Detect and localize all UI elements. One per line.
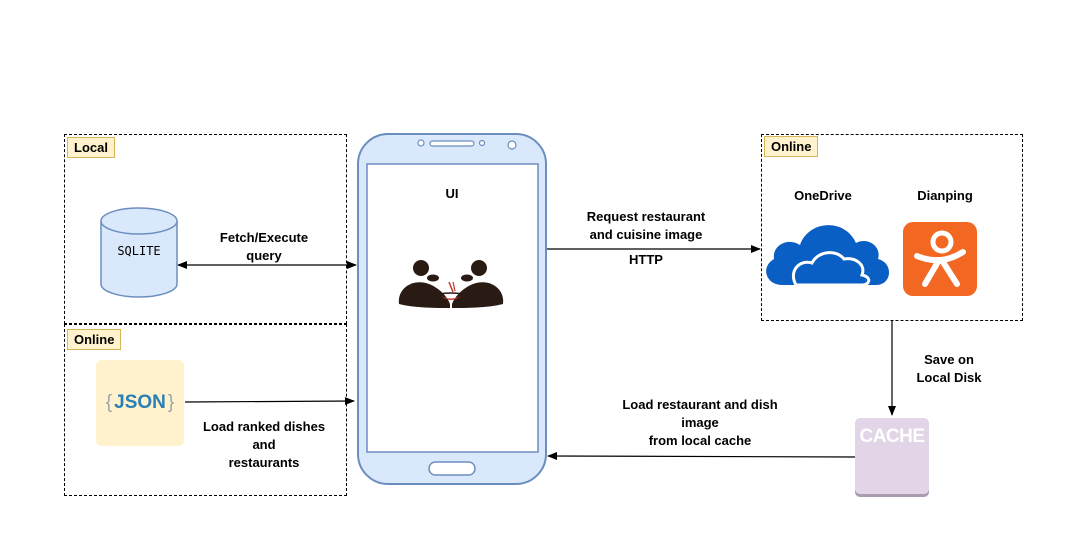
cache-storage-icon: CACHE <box>855 418 929 494</box>
load-cache-label-line2: image <box>681 415 719 430</box>
json-load-label-line1: Load ranked dishes <box>202 419 326 434</box>
onedrive-label: OneDrive <box>794 188 852 203</box>
online-json-group <box>64 324 347 496</box>
request-image-label: Request restaurant and cuisine image <box>566 208 726 244</box>
sqlite-database-icon <box>100 207 178 298</box>
load-cache-edge <box>547 452 856 461</box>
request-image-label-line2: and cuisine image <box>589 227 703 242</box>
fetch-query-label: Fetch/Execute query <box>200 229 328 265</box>
local-group-label: Local <box>67 137 115 158</box>
local-group <box>64 134 347 324</box>
onedrive-cloud-icon <box>766 225 890 287</box>
online-services-group-label: Online <box>764 136 819 157</box>
save-disk-label-line1: Save on <box>924 352 974 367</box>
save-disk-label-line2: Local Disk <box>916 370 982 385</box>
json-brace-open: { <box>105 392 113 413</box>
json-load-label-line2: and <box>252 437 276 452</box>
fetch-query-label-line1: Fetch/Execute <box>219 230 309 245</box>
fetch-query-label-line2: query <box>246 248 282 263</box>
load-cache-label-line3: from local cache <box>648 433 752 448</box>
json-load-edge <box>184 397 355 406</box>
json-file-icon: { JSON } <box>96 360 184 446</box>
json-brace-close: } <box>167 392 175 413</box>
smartphone-icon <box>357 133 547 485</box>
json-load-label: Load ranked dishes and restaurants <box>186 418 342 472</box>
json-load-label-line3: restaurants <box>228 455 300 470</box>
http-label: HTTP <box>629 252 663 267</box>
online-services-group <box>761 134 1023 321</box>
dianping-logo-icon <box>903 222 977 296</box>
panda-logo-icon <box>398 260 504 308</box>
online-json-group-label: Online <box>67 329 122 350</box>
load-cache-label: Load restaurant and dish image from loca… <box>596 396 804 450</box>
request-image-label-line1: Request restaurant <box>586 209 706 224</box>
json-text: JSON <box>114 392 166 413</box>
load-cache-label-line1: Load restaurant and dish <box>622 397 778 412</box>
phone-screen-title: UI <box>445 186 459 201</box>
cache-label: CACHE <box>859 426 925 447</box>
save-disk-label: Save on Local Disk <box>906 351 992 387</box>
dianping-label: Dianping <box>917 188 973 203</box>
sqlite-label: SQLITE <box>117 244 161 258</box>
